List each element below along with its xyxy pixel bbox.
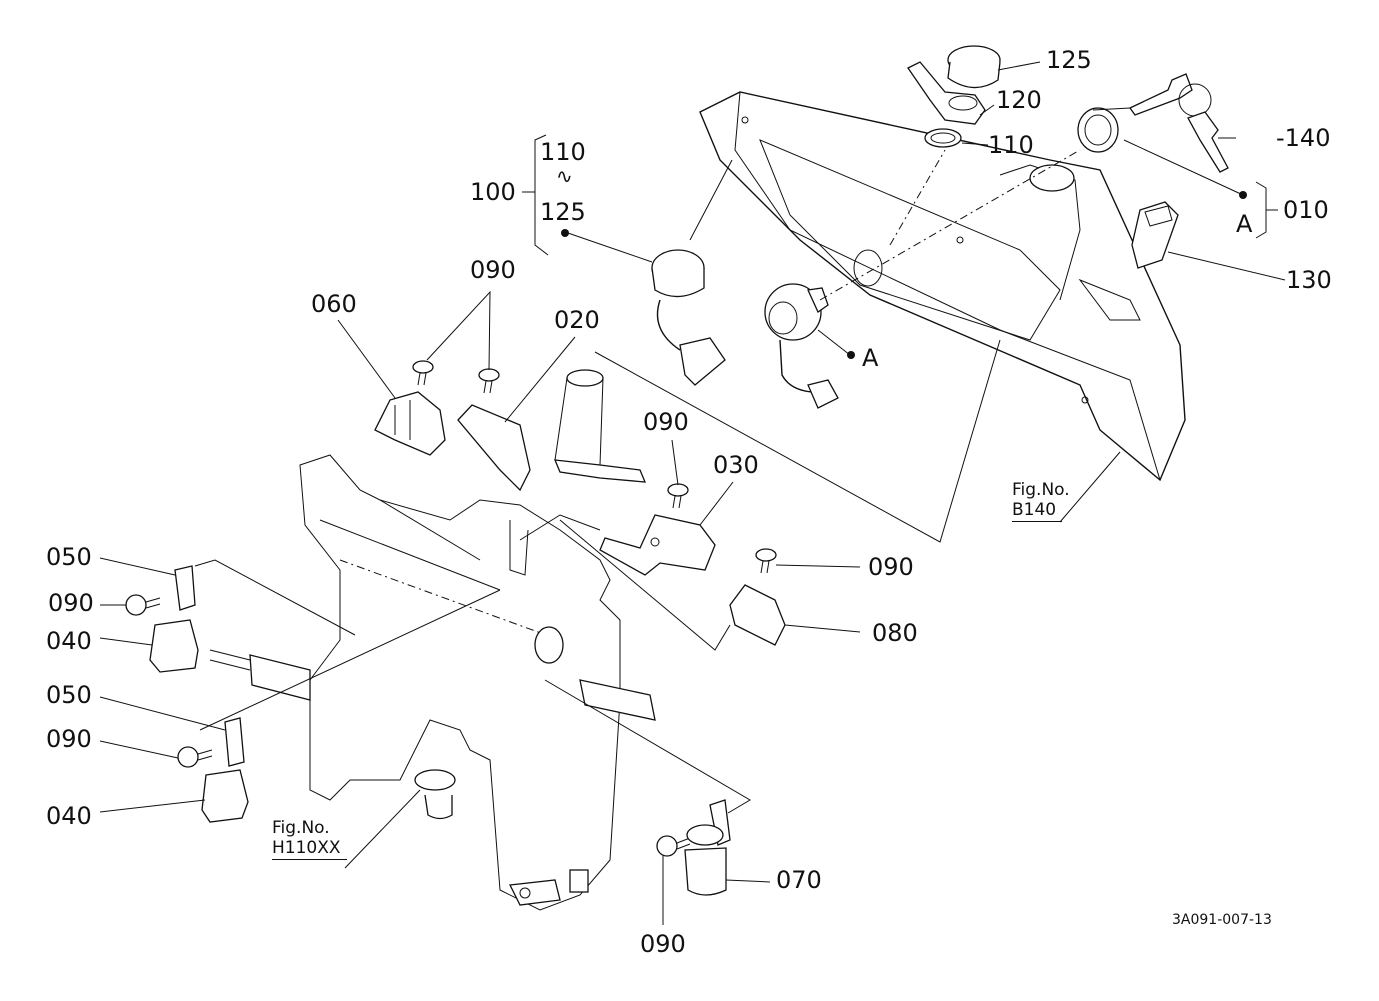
figure-ref-number: H110XX (272, 838, 347, 860)
callout-100-range-start: 110 (540, 138, 586, 166)
throttle-knob-125 (947, 45, 1001, 89)
figure-ref-caption: Fig.No. (1012, 480, 1070, 500)
lever-120 (907, 61, 986, 125)
relay-080 (729, 584, 786, 646)
group-brackets (522, 134, 1278, 359)
callout-100-range-symbol: ∿ (556, 164, 573, 188)
callout-A-meter: A (862, 344, 879, 372)
switch-130 (1131, 201, 1179, 269)
callout-040-lower: 040 (46, 802, 92, 830)
callout-140: -140 (1276, 124, 1331, 152)
callout-090-solenoid: 090 (643, 408, 689, 436)
relay-060 (374, 391, 446, 456)
key-switch-nut (1077, 107, 1119, 153)
leader-lines (99, 61, 1286, 925)
main-bracket-frame (209, 454, 656, 911)
instrument-panel-housing (699, 91, 1186, 482)
solenoid-030 (599, 514, 716, 576)
hour-meter-A (764, 283, 839, 409)
figure-ref-caption: Fig.No. (272, 818, 330, 838)
callout-A-keyswitch: A (1236, 210, 1253, 238)
relay-040 (149, 619, 249, 823)
keys-140 (1129, 73, 1229, 173)
callout-090-lower-left: 090 (46, 725, 92, 753)
drawing-code: 3A091-007-13 (1172, 912, 1272, 928)
pipe-020 (553, 369, 647, 483)
callout-100-range-end: 125 (540, 198, 586, 226)
callout-090-right: 090 (868, 553, 914, 581)
bolt-090 (125, 360, 777, 857)
callout-060: 060 (311, 290, 357, 318)
stay-050 (174, 565, 245, 767)
callout-020: 020 (554, 306, 600, 334)
callout-110: 110 (988, 131, 1034, 159)
callout-010: 010 (1283, 196, 1329, 224)
figure-ref-number: B140 (1012, 500, 1063, 522)
callout-070: 070 (776, 866, 822, 894)
ring-110 (924, 128, 962, 148)
callout-030: 030 (713, 451, 759, 479)
callout-040-upper: 040 (46, 627, 92, 655)
callout-050-lower: 050 (46, 681, 92, 709)
callout-130: 130 (1286, 266, 1332, 294)
figure-ref-h110xx: Fig.No. H110XX (272, 818, 347, 860)
solenoid-070 (684, 799, 731, 896)
callout-090-upper-left: 090 (48, 589, 94, 617)
callout-080: 080 (872, 619, 918, 647)
callout-125: 125 (1046, 46, 1092, 74)
bracket-020 (457, 404, 531, 492)
callout-090-top: 090 (470, 256, 516, 284)
callout-100: 100 (470, 178, 516, 206)
sensor-100 (651, 159, 733, 386)
figure-ref-b140: Fig.No. B140 (1012, 480, 1070, 522)
callout-120: 120 (996, 86, 1042, 114)
callout-050-upper: 050 (46, 543, 92, 571)
callout-090-bottom: 090 (640, 930, 686, 958)
